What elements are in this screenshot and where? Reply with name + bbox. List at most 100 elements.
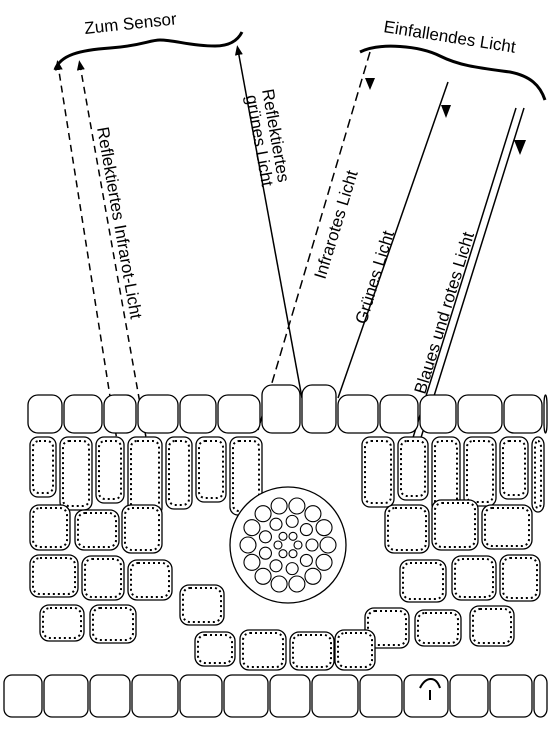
spongy-cell	[290, 632, 334, 670]
epidermis-cell	[458, 395, 502, 433]
spongy-cell	[240, 630, 286, 670]
epidermis-cell	[360, 675, 402, 717]
vascular-bundle	[230, 487, 346, 603]
epidermis-cell	[132, 675, 178, 717]
vascular-cell	[316, 520, 332, 536]
vascular-cell	[259, 531, 271, 543]
vascular-cell	[320, 537, 336, 553]
palisade-cell	[532, 437, 544, 512]
vascular-cell	[271, 576, 287, 592]
xylem-cell	[294, 541, 302, 549]
epidermis-cell	[44, 675, 88, 717]
epidermis-cell	[420, 395, 456, 433]
spongy-cell	[470, 606, 514, 646]
green-light-label: Grünes Licht	[352, 228, 398, 326]
palisade-cell	[96, 437, 124, 503]
spongy-cell	[335, 630, 375, 670]
spongy-cell	[400, 560, 446, 602]
epidermis-cell	[180, 395, 216, 433]
epidermis-cell	[380, 395, 418, 433]
epidermis-cell	[270, 675, 310, 717]
vascular-cell	[255, 506, 271, 522]
spongy-cell	[452, 556, 496, 600]
spongy-cell	[40, 605, 84, 641]
incoming-infrared-arrowhead	[365, 78, 375, 90]
epidermis-cell	[312, 675, 358, 717]
palisade-cell	[128, 437, 162, 516]
vascular-cell	[240, 537, 256, 553]
vascular-cell	[300, 554, 312, 566]
vascular-cell	[270, 560, 282, 572]
epidermis-cell	[64, 395, 102, 433]
epidermis-cell	[224, 675, 268, 717]
vascular-cell	[316, 554, 332, 570]
xylem-cell	[289, 532, 297, 540]
vascular-cell	[305, 568, 321, 584]
vascular-cell	[300, 524, 312, 536]
palisade-cell	[398, 437, 428, 500]
spongy-cell	[82, 556, 124, 600]
vascular-cell	[289, 576, 305, 592]
reflected-infrared-label: Reflektiertes Infrarot-Licht	[93, 125, 146, 320]
vascular-cell	[289, 498, 305, 514]
vascular-cell	[305, 506, 321, 522]
infrared-light-label: Infrarotes Licht	[311, 168, 362, 281]
palisade-cell	[464, 437, 496, 506]
spongy-cell	[128, 560, 172, 600]
spongy-cell	[180, 585, 224, 625]
xylem-cell	[274, 541, 282, 549]
xylem-cell	[289, 550, 297, 558]
vascular-cell	[270, 518, 282, 530]
spongy-cell	[30, 505, 70, 550]
epidermis-cell	[218, 395, 260, 433]
spongy-cell	[482, 505, 532, 549]
xylem-cell	[279, 550, 287, 558]
vascular-cell	[286, 563, 298, 575]
epidermis-cell	[450, 675, 488, 717]
vascular-cell	[286, 515, 298, 527]
xylem-cell	[279, 532, 287, 540]
blue-red-light-label: Blaues und rotes Licht	[411, 229, 478, 396]
spongy-cell	[385, 505, 429, 553]
spongy-cell	[500, 555, 540, 601]
epidermis-cell	[338, 395, 378, 433]
epidermis-cell	[504, 395, 542, 433]
epidermis-cell	[534, 675, 547, 717]
spongy-cell	[122, 505, 162, 553]
palisade-cell	[196, 437, 226, 502]
lower-epidermis	[4, 675, 547, 717]
spongy-cell	[432, 500, 478, 550]
incoming-green-arrowhead	[441, 105, 451, 118]
epidermis-cell	[138, 395, 178, 433]
leaf-cross-section	[4, 385, 547, 717]
upper-epidermis	[28, 385, 547, 433]
epidermis-cell	[90, 675, 130, 717]
vascular-cell	[271, 498, 287, 514]
vascular-cell	[244, 520, 260, 536]
to-sensor-label: Zum Sensor	[83, 9, 177, 38]
epidermis-cell	[302, 385, 336, 433]
epidermis-cell	[544, 395, 547, 433]
incoming-blue-red-arrowhead	[514, 140, 526, 155]
incident-light-label: Einfallendes Licht	[382, 17, 517, 57]
epidermis-cell	[4, 675, 42, 717]
epidermis-cell	[104, 395, 136, 433]
vascular-cell	[255, 568, 271, 584]
epidermis-cell	[28, 395, 62, 433]
vascular-cell	[244, 554, 260, 570]
spongy-cell	[75, 510, 119, 550]
sensor-brace	[55, 32, 242, 70]
spongy-cell	[30, 555, 78, 597]
spongy-cell	[415, 610, 461, 646]
vascular-cell	[306, 539, 318, 551]
epidermis-cell	[490, 675, 532, 717]
epidermis-cell	[262, 385, 300, 433]
epidermis-cell	[180, 675, 222, 717]
incident-light-brace	[360, 46, 545, 100]
palisade-cell	[60, 437, 92, 510]
palisade-cell	[362, 437, 394, 507]
palisade-cell	[500, 437, 528, 499]
vascular-cell	[259, 547, 271, 559]
